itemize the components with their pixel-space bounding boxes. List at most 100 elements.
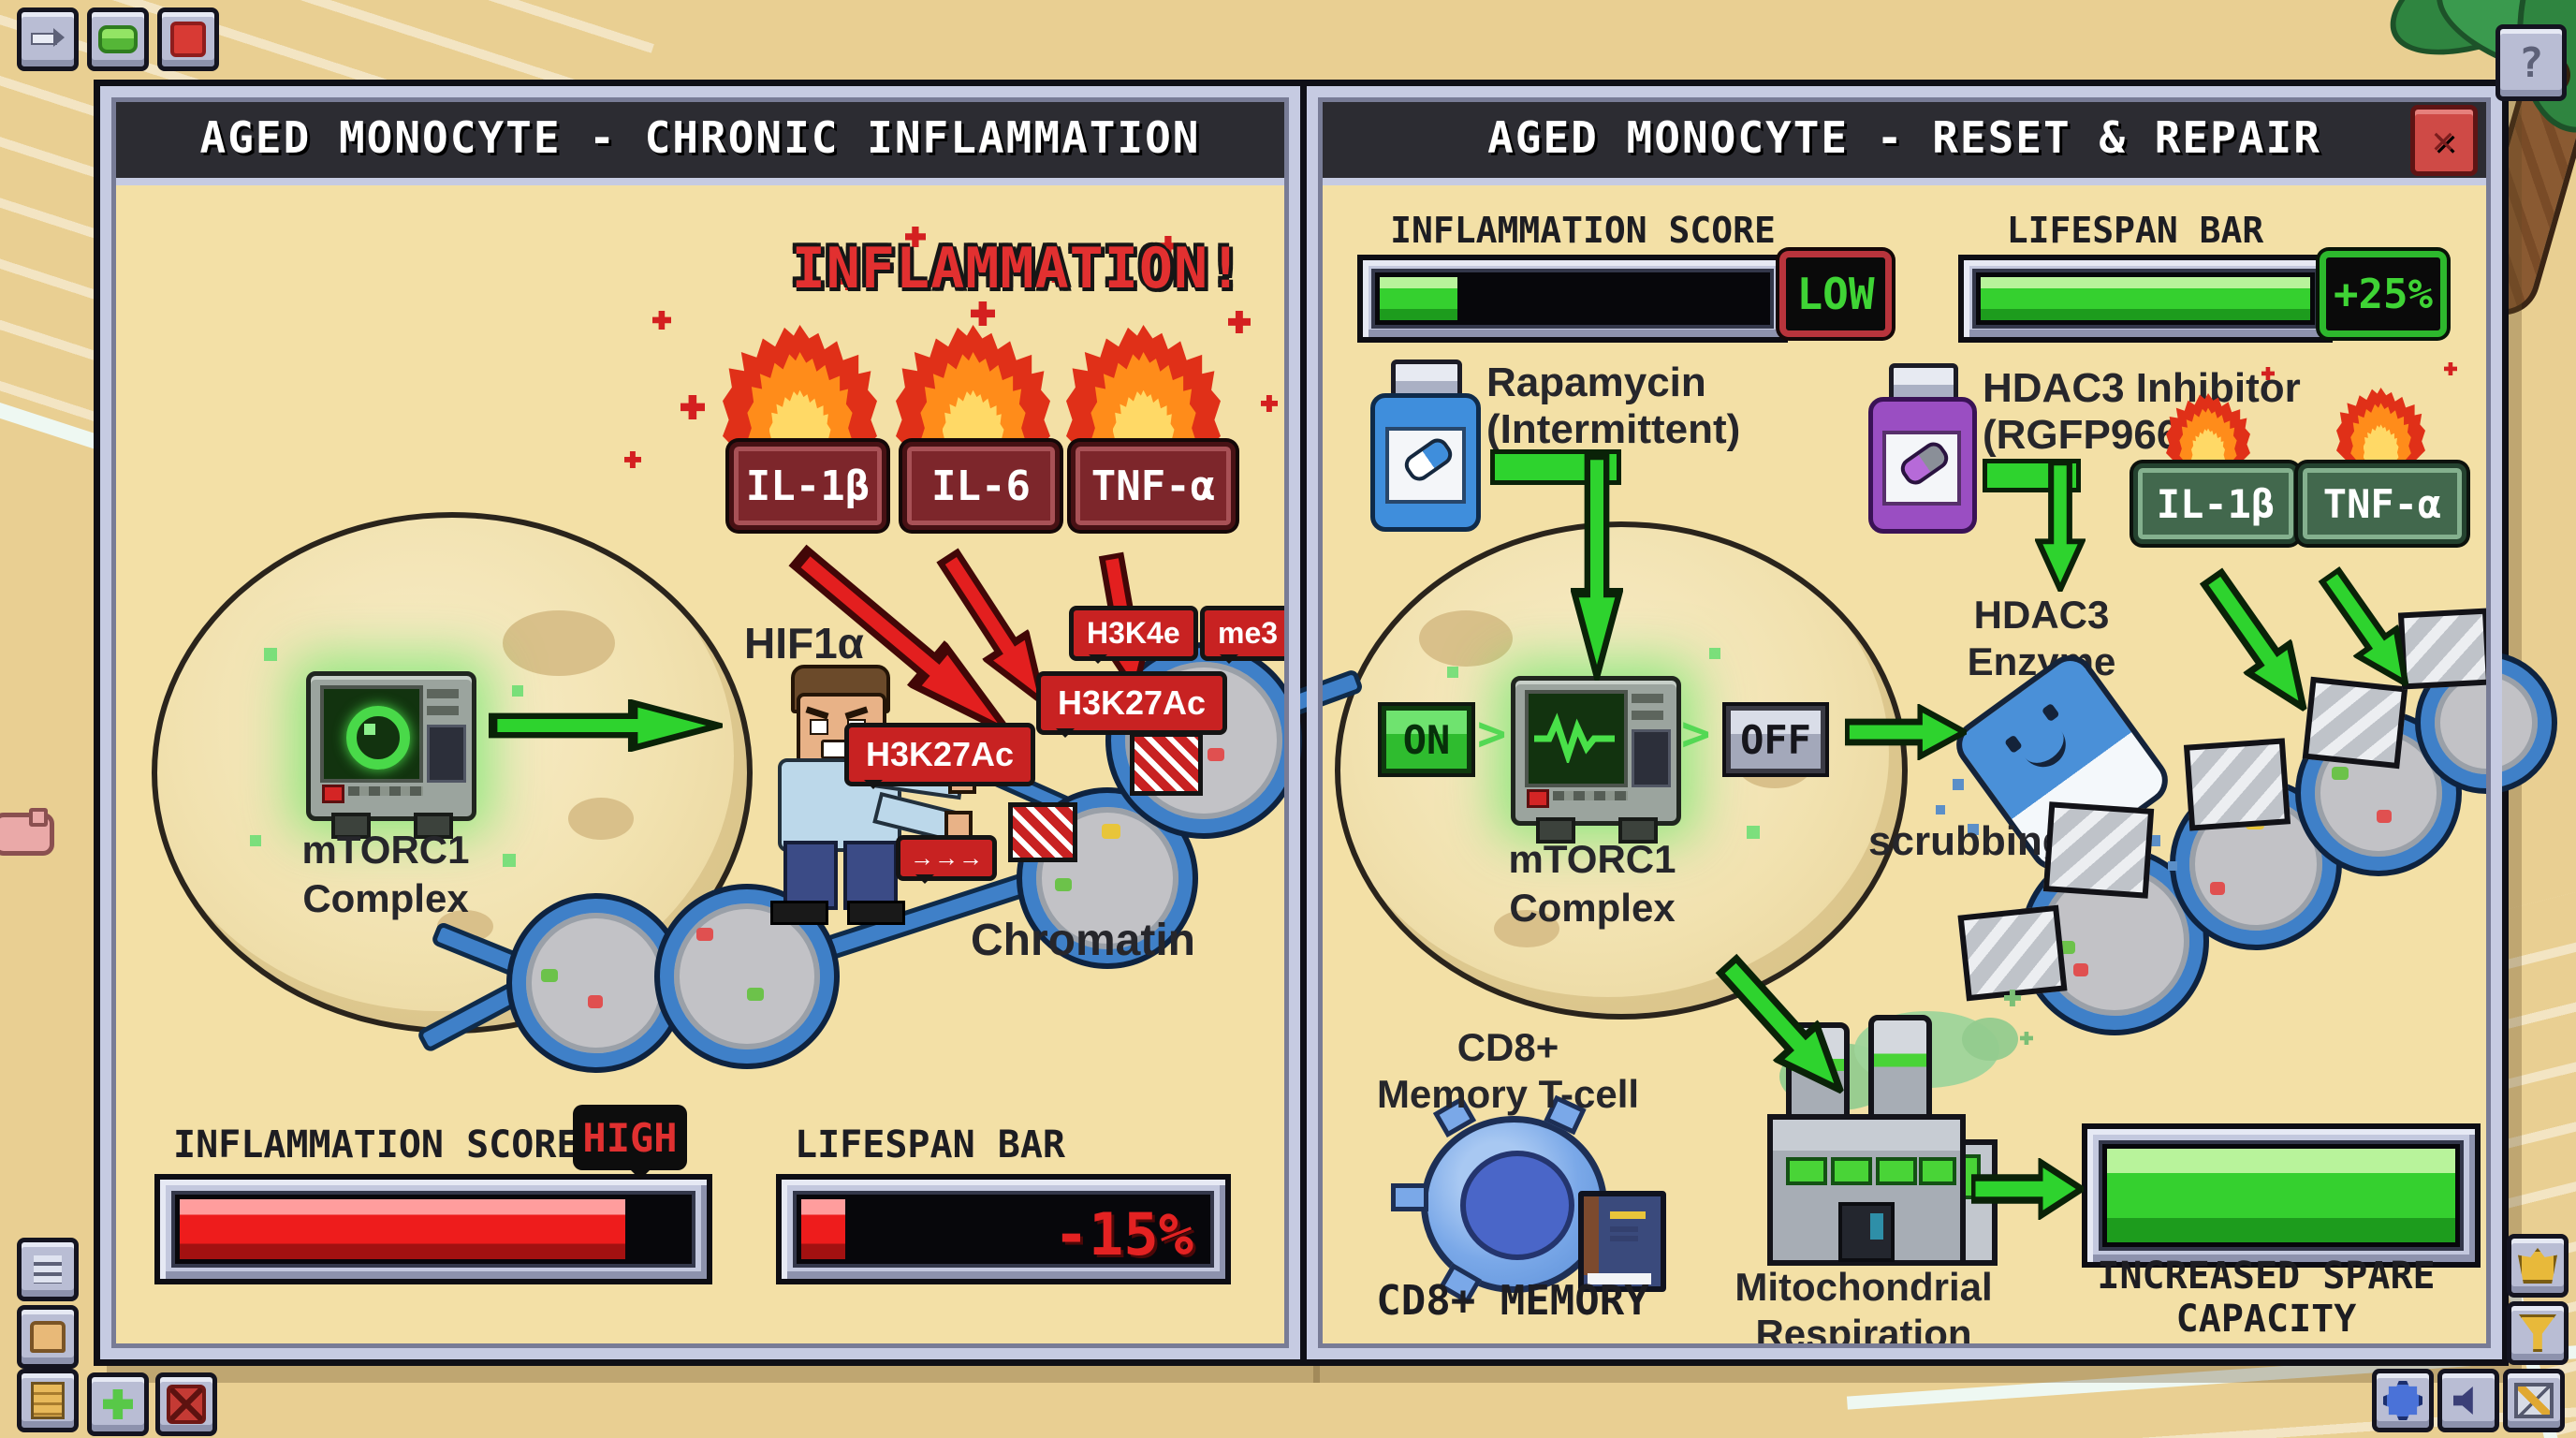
green-gem-icon <box>98 25 138 53</box>
help-button[interactable]: ? <box>2496 24 2567 101</box>
rapamycin-label: Rapamycin (Intermittent) <box>1486 360 1740 453</box>
histone-bead <box>2210 882 2225 895</box>
off-toggle[interactable]: OFF <box>1726 706 1825 773</box>
rapamycin-label-line2: (Intermittent) <box>1486 406 1741 452</box>
rapamycin-arrow-down <box>1571 451 1623 681</box>
green-speck <box>1747 826 1760 839</box>
tcell-nucleus <box>1460 1151 1574 1260</box>
meter-fill <box>801 1199 846 1259</box>
lifespan-bar-label: LIFESPAN BAR <box>2006 210 2264 251</box>
chromatin-tag-h3k4: H3K4e <box>1069 606 1198 664</box>
on-toggle[interactable]: ON <box>1382 706 1471 773</box>
hdac3i-label-line2: (RGFP966) <box>1983 412 2193 458</box>
eraser-debris <box>1968 824 1979 835</box>
scrubbing-label: scrubbing <box>1868 818 2068 864</box>
cytokine-badge-il6: IL-6 <box>902 442 1060 530</box>
memory-book-icon <box>1578 1191 1666 1292</box>
add-tool-button[interactable] <box>87 1372 149 1436</box>
mtorc1-label-line2: Complex <box>1509 886 1676 930</box>
silencing-arrow <box>2188 559 2329 726</box>
green-speck <box>264 648 277 661</box>
gear-glyph-icon <box>346 706 410 770</box>
document-tool-button[interactable] <box>17 1369 79 1432</box>
fire-icon <box>1066 325 1221 461</box>
mito-label-line2: Respiration <box>1755 1312 1972 1356</box>
green-speck <box>1709 648 1720 659</box>
left-panel: AGED MONOCYTE - CHRONIC INFLAMMATION mTO… <box>94 80 1365 1366</box>
terminal-ticks <box>1553 791 1628 800</box>
silenced-gene-block <box>1957 904 2068 1002</box>
filter-button[interactable] <box>2507 1301 2569 1365</box>
heartbeat-glyph-icon <box>1534 712 1615 763</box>
acetyl-mark <box>1008 802 1077 862</box>
trophy-button[interactable] <box>2507 1234 2569 1298</box>
chromatin-label: Chromatin <box>971 916 1195 965</box>
terminal-foot <box>414 813 453 839</box>
eye <box>810 719 828 735</box>
chromatin-tag-arrows: →→→ <box>896 835 997 884</box>
mito-smoke <box>1962 1018 2018 1061</box>
hif1a-label: HIF1α <box>744 619 864 668</box>
terminal-red-button <box>322 785 344 803</box>
bottle-label <box>1882 431 1961 506</box>
silenced-gene-block <box>2042 801 2155 899</box>
factory-door <box>1838 1202 1895 1262</box>
close-icon: ✕ <box>2431 119 2457 162</box>
meter-fill <box>1981 277 2310 320</box>
green-speck <box>1447 667 1458 678</box>
tcell-spike <box>1391 1183 1428 1211</box>
chromatin-tag-h3k27ac: H3K27Ac <box>1036 671 1228 738</box>
meter-fill <box>2107 1149 2455 1242</box>
nucleosome <box>512 899 681 1067</box>
pants <box>783 841 838 910</box>
terminal-red-button <box>1527 789 1549 808</box>
inflammation-score-meter <box>154 1174 712 1284</box>
histone-bead <box>2332 767 2349 780</box>
histone-bead <box>747 988 764 1001</box>
factory-window <box>1831 1157 1872 1185</box>
map-icon <box>2514 1383 2554 1418</box>
map-button[interactable] <box>2503 1369 2565 1432</box>
settings-button[interactable] <box>2372 1369 2434 1432</box>
spare-capacity-meter <box>2082 1123 2481 1268</box>
ember-spark <box>1228 311 1251 333</box>
danger-tool-button[interactable] <box>155 1372 217 1436</box>
sound-button[interactable] <box>2437 1369 2499 1432</box>
cytokine-arrow <box>779 533 1032 757</box>
ember-spark <box>971 301 995 326</box>
window-minimize-button[interactable] <box>17 7 79 71</box>
acetyl-mark <box>1130 732 1203 796</box>
window-maximize-button[interactable] <box>87 7 149 71</box>
meter-track <box>2099 1140 2464 1251</box>
capacity-label: INCREASED SPARE CAPACITY <box>2065 1255 2467 1341</box>
meter-track: -15% <box>793 1191 1214 1268</box>
right-panel: AGED MONOCYTE - RESET & REPAIR ✕ INFLAMM… <box>1300 80 2552 1366</box>
histone-bead <box>1055 878 1072 891</box>
hdac3-enzyme-line1: HDAC3 <box>1973 593 2110 637</box>
terminal-screen <box>320 685 423 783</box>
hdac3-inhibitor-bottle <box>1868 363 1977 534</box>
inflammation-banner: INFLAMMATION! <box>791 236 1244 301</box>
close-button[interactable]: ✕ <box>2410 105 2478 176</box>
lifespan-meter <box>1958 255 2333 343</box>
left-title-bar: AGED MONOCYTE - CHRONIC INFLAMMATION <box>111 97 1289 185</box>
terminal-side-bar <box>1632 711 1663 720</box>
off-to-eraser-arrow <box>1845 704 1967 760</box>
terminal-screen <box>1525 690 1628 787</box>
silenced-cytokine-tnfa: TNF-α <box>2298 463 2466 544</box>
list-tool-button[interactable] <box>17 1238 79 1301</box>
window-close-button-small[interactable] <box>157 7 219 71</box>
cd8-title: CD8+ Memory T-cell <box>1358 1024 1658 1118</box>
gear-icon <box>2383 1381 2422 1420</box>
hand-tool-button[interactable] <box>17 1305 79 1369</box>
book-lines <box>1610 1226 1638 1232</box>
right-panel-title: AGED MONOCYTE - RESET & REPAIR <box>1487 112 2321 163</box>
terminal-side-panel <box>427 725 466 783</box>
speaker-icon <box>2453 1387 2473 1415</box>
terminal-foot <box>331 813 371 839</box>
chromatin-tag-me3: me3 <box>1200 606 1296 664</box>
ember-spark <box>652 311 671 330</box>
histone-bead <box>2377 810 2392 823</box>
pig-ear <box>29 808 48 827</box>
